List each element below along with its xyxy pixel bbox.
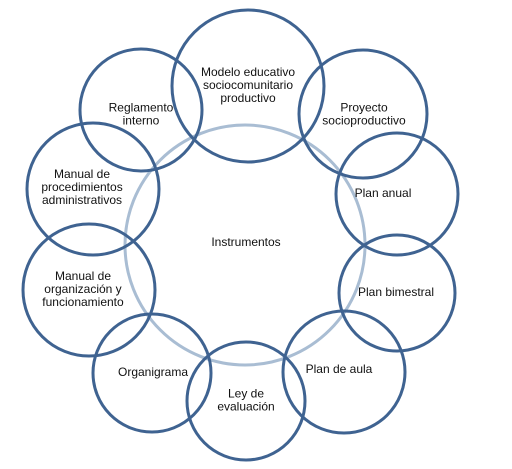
node-label-line: Plan bimestral xyxy=(358,285,434,299)
node-circle-manual-organizacion xyxy=(21,222,157,358)
node-label-line: administrativos xyxy=(42,193,122,207)
node-label-plan-bimestral: Plan bimestral xyxy=(358,285,434,299)
node-label-line: Reglamento xyxy=(109,101,174,115)
outer-rings xyxy=(21,8,460,462)
node-circle-proyecto xyxy=(297,48,429,180)
node-label-line: interno xyxy=(123,114,160,128)
node-label-line: Manual de xyxy=(55,269,111,283)
node-label-line: Plan de aula xyxy=(306,362,373,376)
node-label-line: Manual de xyxy=(54,167,110,181)
node-circle-manual-procedimientos xyxy=(25,121,161,257)
node-label-line: Plan anual xyxy=(355,186,412,200)
node-circle-plan-aula xyxy=(281,309,407,435)
node-label-line: socioproductivo xyxy=(322,114,406,128)
node-label-line: sociocomunitario xyxy=(203,78,293,92)
node-label-line: productivo xyxy=(220,91,276,105)
node-label-line: funcionamiento xyxy=(42,295,124,309)
node-circle-plan-bimestral xyxy=(337,233,457,353)
node-label-plan-anual: Plan anual xyxy=(355,186,412,200)
node-circle-plan-anual xyxy=(334,131,460,257)
node-label-line: organización y xyxy=(44,282,121,296)
center-label: Instrumentos xyxy=(211,235,280,249)
node-label-line: Proyecto xyxy=(340,101,388,115)
node-circle-modelo xyxy=(170,8,326,164)
node-label-plan-aula: Plan de aula xyxy=(306,362,373,376)
node-label-line: procedimientos xyxy=(41,180,122,194)
node-circle-ley-evaluacion xyxy=(185,340,307,462)
node-label-line: evaluación xyxy=(217,400,274,414)
node-label-line: Organigrama xyxy=(118,365,188,379)
node-label-line: Ley de xyxy=(228,387,264,401)
node-label-line: Modelo educativo xyxy=(201,65,295,79)
node-label-organigrama: Organigrama xyxy=(118,365,188,379)
node-circle-reglamento xyxy=(78,47,204,173)
